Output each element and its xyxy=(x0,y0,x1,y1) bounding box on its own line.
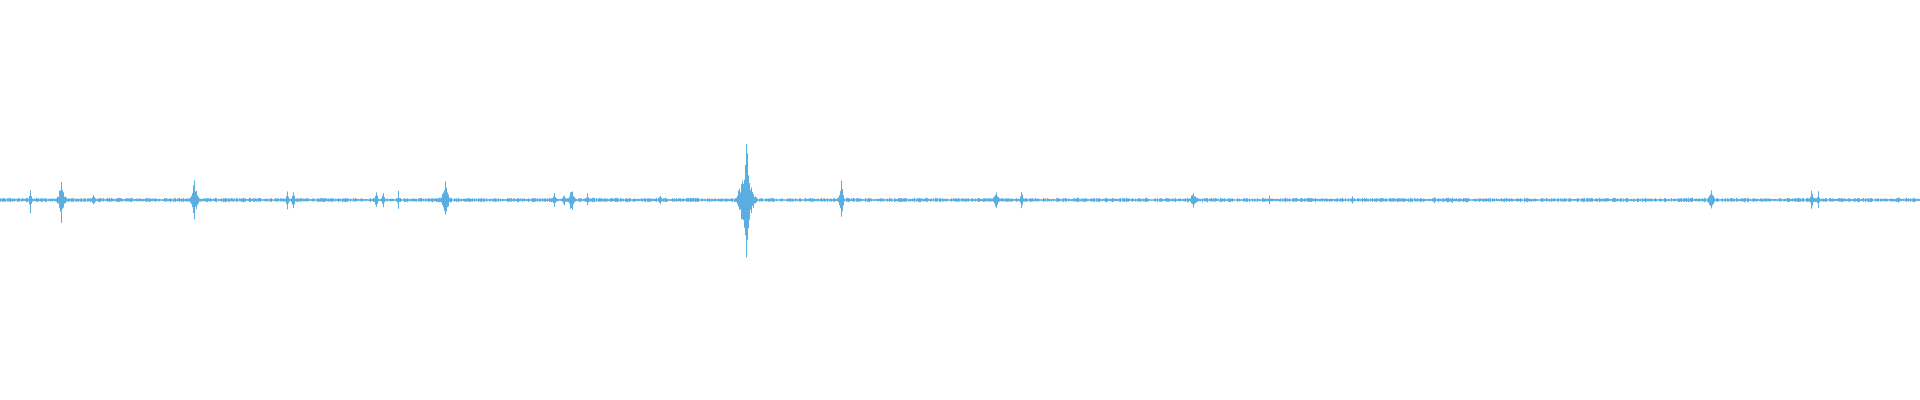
waveform-trace xyxy=(0,144,1920,258)
waveform-samples xyxy=(0,144,1920,258)
